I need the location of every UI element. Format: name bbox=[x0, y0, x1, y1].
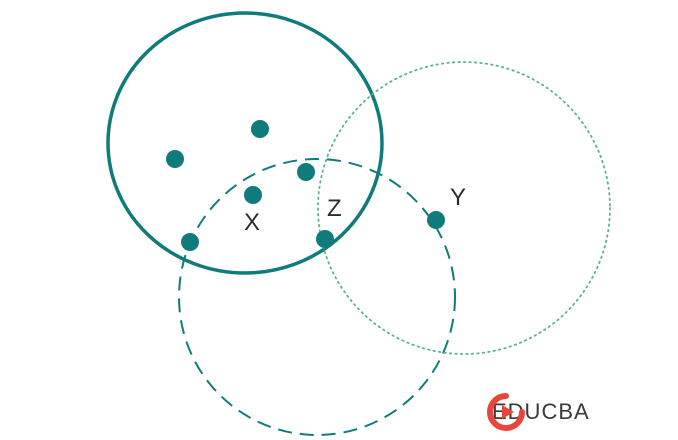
point-y bbox=[427, 211, 445, 229]
point-left bbox=[166, 150, 184, 168]
point-x bbox=[244, 186, 262, 204]
label-z: Z bbox=[327, 195, 342, 222]
solid-circle bbox=[106, 11, 384, 275]
educba-play-icon bbox=[487, 393, 525, 431]
label-y: Y bbox=[450, 184, 466, 211]
point-upper-mid bbox=[297, 163, 315, 181]
point-top bbox=[251, 120, 269, 138]
label-x: X bbox=[244, 209, 260, 236]
dashed-circle bbox=[178, 158, 456, 436]
dotted-circle bbox=[317, 61, 611, 355]
point-lower-left bbox=[181, 233, 199, 251]
educba-logo: EDUCBA bbox=[486, 392, 590, 432]
point-z bbox=[316, 230, 334, 248]
